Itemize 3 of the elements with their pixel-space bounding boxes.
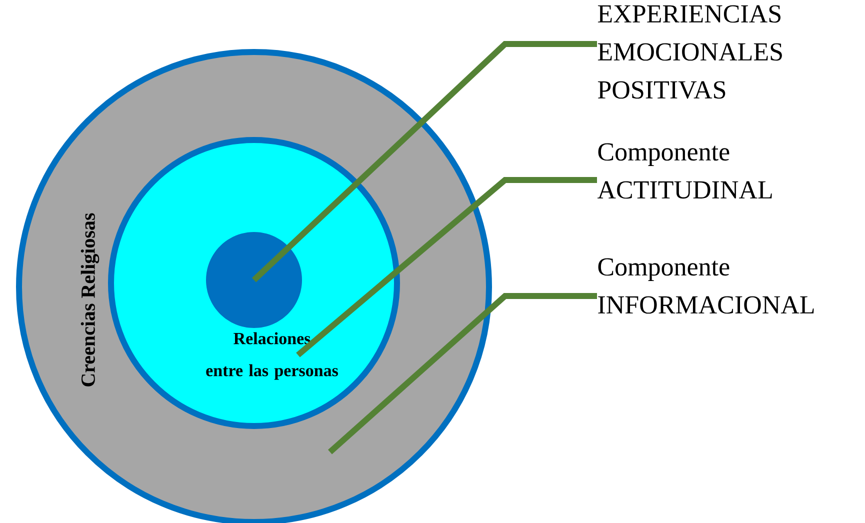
callout-text: Componente INFORMACIONAL	[598, 258, 814, 314]
callout-text: EXPERIENCIAS EMOCIONALES POSITIVAS	[598, 5, 782, 99]
callout-text: Componente ACTITUDINAL	[597, 143, 772, 199]
